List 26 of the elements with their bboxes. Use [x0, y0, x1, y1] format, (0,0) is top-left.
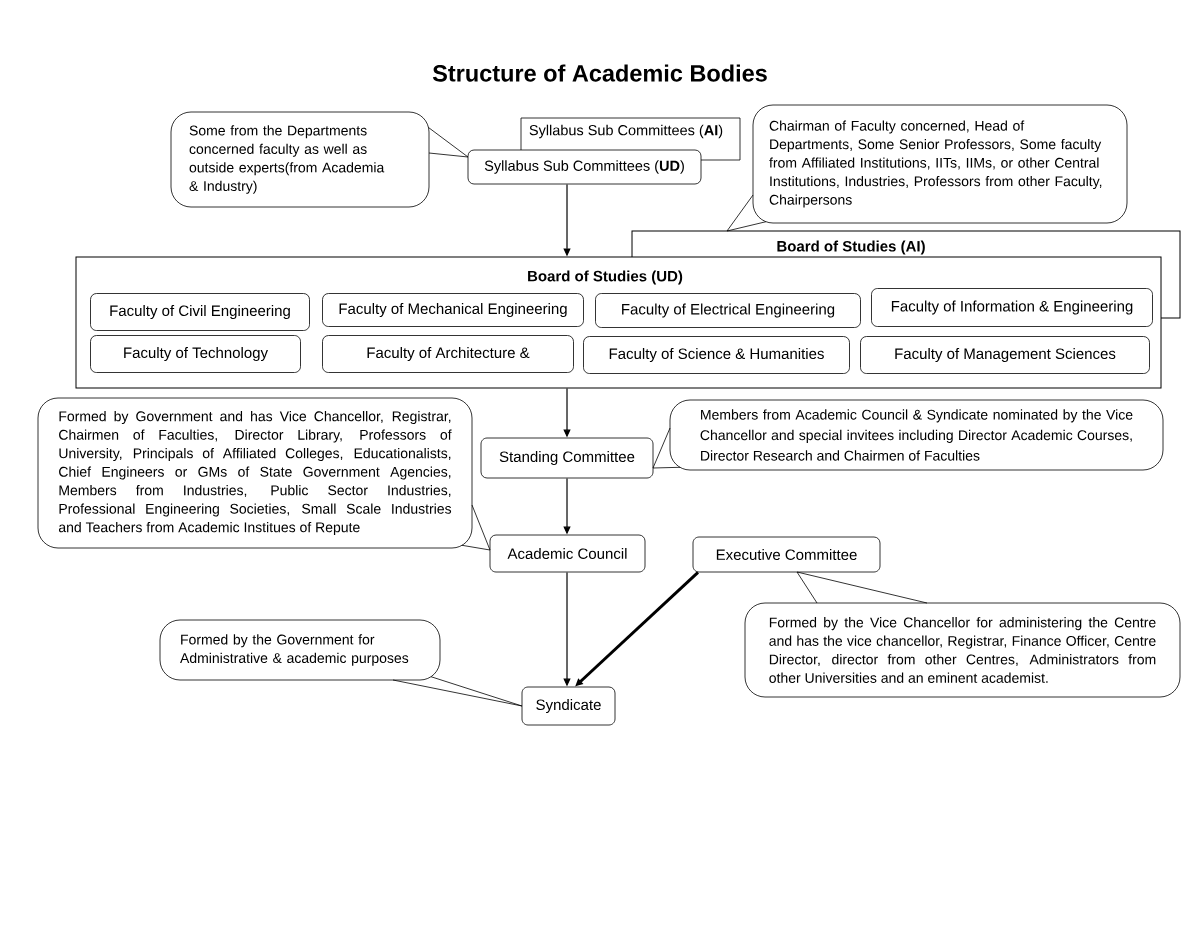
callout-bubble: Formed by Government and has Vice Chancellor, Registrar, Chairmen of Faculties, Director Library, Professors of University, Principals of Affiliated Colleges, Educationalists, Chief Engineers or GMs of State Government Agencies, Members from Industries, Public Sector Industries, Professional Engineering Societies, Small Scale Industries and Teachers from Academic Institues of Repute [37, 397, 473, 549]
committee-box: Academic Council [489, 534, 646, 573]
title: Structure of Academic Bodies [432, 64, 767, 82]
callout-pointer [461, 504, 491, 551]
committee-box: Syllabus Sub Committees (UD) [467, 149, 702, 185]
committee-box: Syndicate [521, 686, 616, 726]
faculty-box: Faculty of Architecture & [322, 335, 574, 373]
faculty-box: Faculty of Mechanical Engineering [322, 293, 584, 327]
faculty-box: Faculty of Electrical Engineering [595, 293, 861, 328]
callout-pointer [428, 127, 469, 158]
callout-bubble: Chairman of Faculty concerned, Head of Departments, Some Senior Professors, Some faculty from Affiliated Institutions, IITs, IIMs, or other Central Institutions, Industries, Professors from other Faculty, Chairpersons [752, 104, 1128, 224]
callout-bubble: Members from Academic Council & Syndicate nominated by the Vice Chancellor and special invitees including Director Academic Courses, Director Research and Chairmen of Faculties [669, 399, 1164, 471]
callout-pointer [796, 571, 928, 604]
faculty-box: Faculty of Information & Engineering [871, 288, 1153, 327]
faculty-box: Faculty of Civil Engineering [90, 293, 310, 331]
callout-pointer [726, 194, 767, 232]
callout-bubble: Formed by the Government for Administrative & academic purposes [159, 619, 441, 681]
callout-bubble: Formed by the Vice Chancellor for administering the Centre and has the vice chancellor, Registrar, Finance Officer, Centre Director, director from other Centres, Administrators from other Universities and an eminent academist. [744, 602, 1181, 698]
callout-pointer [652, 427, 681, 469]
callout-bubble: Some from the Departments concerned faculty as well as outside experts(from Academia & Industry) [170, 111, 430, 208]
committee-box: Standing Committee [480, 437, 654, 479]
committee-box: Executive Committee [692, 536, 881, 573]
callout-pointer [392, 676, 523, 707]
faculty-box: Faculty of Technology [90, 335, 301, 373]
faculty-box: Faculty of Science & Humanities [583, 336, 850, 374]
faculty-box: Faculty of Management Sciences [860, 336, 1150, 374]
